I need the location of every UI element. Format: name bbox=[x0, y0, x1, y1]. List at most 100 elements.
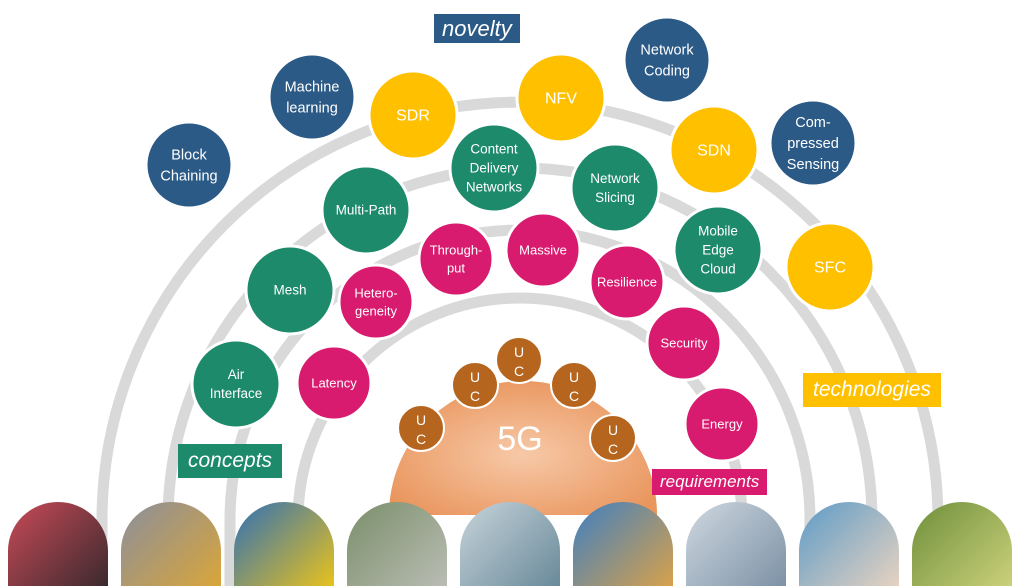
technology-circle bbox=[367, 69, 459, 161]
uc-badge-3: UC bbox=[550, 361, 598, 409]
novelty-circle bbox=[768, 98, 858, 188]
requirement-label: Massive bbox=[519, 243, 567, 258]
use-case-photo-strip bbox=[0, 502, 1020, 586]
novelty-label: Network bbox=[640, 43, 694, 59]
requirement-circle bbox=[417, 220, 495, 298]
technology-label: SDN bbox=[697, 143, 731, 160]
technology-node-0: SDR bbox=[367, 69, 459, 161]
requirement-label: Energy bbox=[701, 417, 743, 432]
concept-label: Edge bbox=[702, 243, 734, 258]
uc-letter-c: C bbox=[416, 431, 426, 447]
technology-circle bbox=[668, 104, 760, 196]
uc-letter-u: U bbox=[569, 369, 579, 385]
uc-badge-1: UC bbox=[451, 361, 499, 409]
concept-label: Mesh bbox=[273, 283, 306, 298]
novelty-circle bbox=[267, 52, 357, 142]
technology-circle bbox=[784, 221, 876, 313]
novelty-tag: novelty bbox=[434, 14, 520, 44]
requirement-label: Resilience bbox=[597, 275, 657, 290]
concept-circle bbox=[320, 164, 412, 256]
core-semicircle bbox=[389, 381, 657, 515]
uc-letter-c: C bbox=[569, 388, 579, 404]
uc-letter-c: C bbox=[608, 441, 618, 457]
photo-healthcare bbox=[799, 502, 899, 586]
novelty-label: Block bbox=[171, 148, 207, 164]
requirement-nodes: LatencyHetero-geneityThrough-putMassiveR… bbox=[295, 211, 761, 463]
technology-circle bbox=[515, 52, 607, 144]
concept-node-1: Mesh bbox=[244, 244, 336, 336]
concept-circle bbox=[190, 338, 282, 430]
requirement-node-6: Energy bbox=[683, 385, 761, 463]
novelty-label: pressed bbox=[787, 136, 839, 152]
photo-robot bbox=[460, 502, 560, 586]
requirement-label: put bbox=[447, 261, 465, 276]
uc-badge-4: UC bbox=[589, 414, 637, 462]
requirement-circle bbox=[683, 385, 761, 463]
requirement-label: Latency bbox=[311, 376, 357, 391]
concept-label: Interface bbox=[210, 386, 263, 401]
concept-label: Air bbox=[228, 367, 245, 382]
concepts-tag: concepts bbox=[178, 444, 283, 479]
photo-factory-tablet bbox=[121, 502, 221, 586]
technology-label: SFC bbox=[814, 260, 846, 277]
requirement-node-5: Security bbox=[645, 304, 723, 382]
photo-vr-gaming bbox=[8, 502, 108, 586]
uc-letter-u: U bbox=[608, 422, 618, 438]
requirement-label: Hetero- bbox=[354, 286, 397, 301]
concept-circle bbox=[448, 122, 540, 214]
concept-label: Network bbox=[590, 171, 640, 186]
concept-node-2: Multi-Path bbox=[320, 164, 412, 256]
photo-highway bbox=[347, 502, 447, 586]
concept-label: Multi-Path bbox=[336, 203, 397, 218]
technology-label: NFV bbox=[545, 91, 577, 108]
uc-letter-u: U bbox=[470, 369, 480, 385]
requirement-node-0: Latency bbox=[295, 344, 373, 422]
concept-label: Mobile bbox=[698, 224, 738, 239]
uc-letter-c: C bbox=[470, 388, 480, 404]
concept-label: Slicing bbox=[595, 190, 635, 205]
concept-circle bbox=[569, 142, 661, 234]
uc-letter-c: C bbox=[514, 363, 524, 379]
requirement-circle bbox=[337, 263, 415, 341]
concept-circle bbox=[672, 204, 764, 296]
requirement-node-2: Through-put bbox=[417, 220, 495, 298]
concept-label: Cloud bbox=[700, 262, 735, 277]
photo-construction bbox=[573, 502, 673, 586]
technologies-tag: technologies bbox=[803, 373, 941, 408]
novelty-label: Sensing bbox=[787, 157, 839, 173]
requirements-tag: requirements bbox=[652, 469, 768, 495]
requirement-label: Security bbox=[661, 336, 708, 351]
technology-node-3: SFC bbox=[784, 221, 876, 313]
photo-agriculture bbox=[912, 502, 1012, 586]
concept-label: Delivery bbox=[470, 161, 519, 176]
requirement-circle bbox=[588, 243, 666, 321]
core-5g: 5G bbox=[389, 381, 657, 515]
novelty-circle bbox=[622, 15, 712, 105]
requirement-circle bbox=[504, 211, 582, 289]
concept-circle bbox=[244, 244, 336, 336]
novelty-label: Com- bbox=[795, 115, 831, 131]
requirement-node-1: Hetero-geneity bbox=[337, 263, 415, 341]
uc-badge-0: UC bbox=[397, 404, 445, 452]
uc-letter-u: U bbox=[416, 412, 426, 428]
core-label: 5G bbox=[497, 420, 542, 458]
requirement-label: Through- bbox=[430, 243, 483, 258]
novelty-label: Chaining bbox=[160, 169, 217, 185]
photo-drone bbox=[234, 502, 334, 586]
novelty-label: Machine bbox=[285, 80, 340, 96]
novelty-label: Coding bbox=[644, 64, 690, 80]
concept-label: Content bbox=[470, 142, 518, 157]
uc-letter-u: U bbox=[514, 344, 524, 360]
photo-smart-city bbox=[686, 502, 786, 586]
technology-nodes: SDR NFV SDN SFC bbox=[367, 52, 876, 313]
technology-node-1: NFV bbox=[515, 52, 607, 144]
